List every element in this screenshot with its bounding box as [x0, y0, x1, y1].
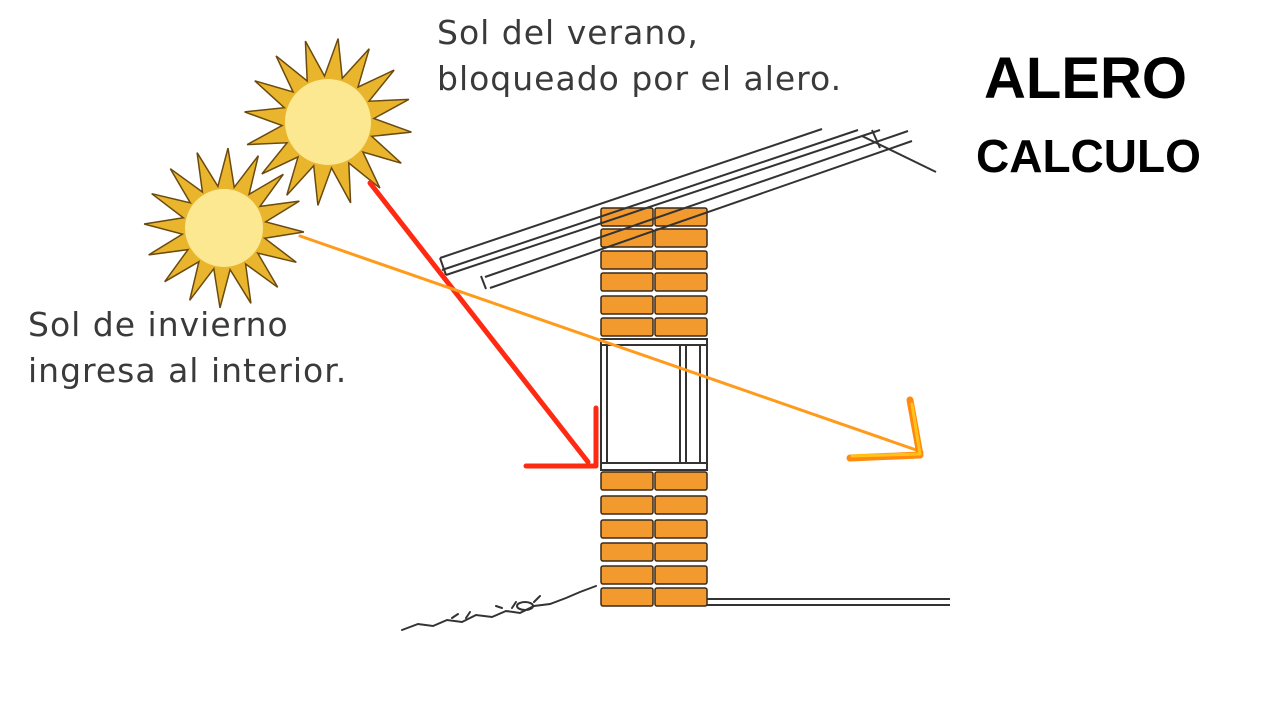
brick	[654, 565, 708, 585]
summer-sun-ray	[367, 180, 599, 469]
window	[600, 338, 708, 471]
brick	[654, 228, 708, 248]
summer-sun-label: Sol del verano, bloqueado por el alero.	[437, 10, 842, 102]
interior-floor	[706, 598, 950, 606]
brick	[600, 495, 654, 515]
brick	[654, 587, 708, 607]
winter-sun-ray	[298, 234, 924, 462]
brick	[600, 207, 654, 227]
brick	[654, 272, 708, 292]
brick	[600, 295, 654, 315]
brick	[654, 519, 708, 539]
winter-sun-label: Sol de invierno ingresa al interior.	[28, 302, 347, 394]
brick	[654, 542, 708, 562]
brick	[600, 228, 654, 248]
winter-sun-label-line1: Sol de invierno	[28, 305, 289, 344]
brick	[600, 250, 654, 270]
brick	[654, 317, 708, 337]
ground-left	[401, 585, 597, 631]
summer-sun-label-line2: bloqueado por el alero.	[437, 59, 843, 98]
brick	[600, 587, 654, 607]
brick	[600, 471, 654, 491]
brick	[654, 495, 708, 515]
brick	[600, 565, 654, 585]
brick	[654, 250, 708, 270]
roof-overhang	[439, 128, 937, 290]
summer-sun-icon	[244, 38, 412, 206]
diagram-subtitle: CALCULO	[976, 130, 1201, 182]
brick	[600, 542, 654, 562]
winter-sun-icon	[143, 147, 305, 309]
winter-sun-label-line2: ingresa al interior.	[28, 351, 348, 390]
brick-wall-upper	[600, 207, 708, 337]
summer-sun-label-line1: Sol del verano,	[437, 13, 699, 52]
brick	[600, 519, 654, 539]
brick-wall-lower	[600, 471, 708, 607]
brick	[654, 295, 708, 315]
diagram-title: ALERO	[984, 46, 1187, 111]
brick	[600, 317, 654, 337]
brick	[654, 471, 708, 491]
brick	[654, 207, 708, 227]
brick	[600, 272, 654, 292]
